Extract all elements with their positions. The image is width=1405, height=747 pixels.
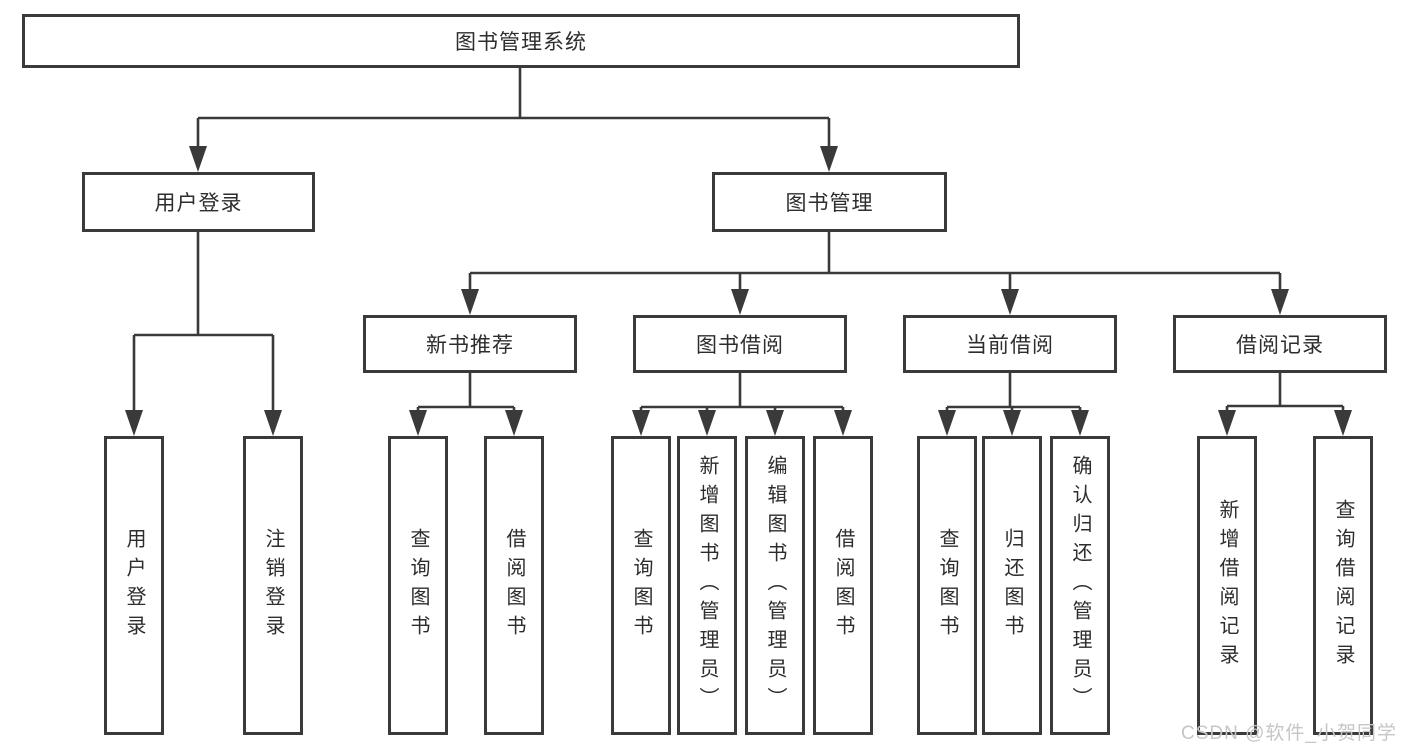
arrowhead-icon (125, 410, 143, 436)
arrowhead-icon (766, 410, 784, 436)
arrowhead-icon (505, 410, 523, 436)
leaf-return-book: 归还图书 (982, 436, 1042, 735)
node-label: 确认归还（管理员） (1069, 455, 1091, 716)
node-label: 借阅图书 (503, 527, 525, 644)
arrowhead-icon (938, 410, 956, 436)
connector-newrec-to-leaves (409, 373, 523, 436)
connector-records-to-leaves (1218, 373, 1352, 436)
node-label: 图书管理系统 (455, 31, 587, 54)
leaf-add-borrow-record: 新增借阅记录 (1197, 436, 1257, 735)
arrowhead-icon (632, 410, 650, 436)
arrowhead-icon (189, 146, 207, 172)
node-label: 借阅图书 (832, 527, 854, 644)
arrowhead-icon (1003, 410, 1021, 436)
leaf-query-books-recommend: 查询图书 (388, 436, 448, 735)
connector-login-to-leaves (125, 232, 282, 436)
node-book-management: 图书管理 (712, 172, 947, 232)
leaf-add-book-admin: 新增图书（管理员） (677, 436, 737, 735)
csdn-watermark: CSDN @软件_小贺同学 (1181, 723, 1397, 744)
node-label: 新增借阅记录 (1216, 498, 1238, 673)
arrowhead-icon (1271, 289, 1289, 315)
node-label: 借阅记录 (1236, 334, 1324, 357)
arrowhead-icon (731, 289, 749, 315)
node-book-borrow: 图书借阅 (633, 315, 847, 373)
leaf-logout: 注销登录 (243, 436, 303, 735)
leaf-borrow-books: 借阅图书 (813, 436, 873, 735)
leaf-borrow-books-recommend: 借阅图书 (484, 436, 544, 735)
leaf-edit-book-admin: 编辑图书（管理员） (745, 436, 805, 735)
connector-borrow-to-leaves (632, 373, 852, 436)
leaf-query-borrow-record: 查询借阅记录 (1313, 436, 1373, 735)
arrowhead-icon (1071, 410, 1089, 436)
arrowhead-icon (264, 410, 282, 436)
connector-mgmt-to-categories (461, 232, 1289, 315)
node-label: 图书管理 (785, 192, 874, 215)
arrowhead-icon (698, 410, 716, 436)
node-label: 用户登录 (154, 192, 243, 215)
arrowhead-icon (1001, 289, 1019, 315)
node-label: 用户登录 (123, 527, 145, 644)
leaf-query-books-current: 查询图书 (917, 436, 977, 735)
node-label: 注销登录 (262, 527, 284, 644)
connector-current-to-leaves (938, 373, 1089, 436)
leaf-confirm-return-admin: 确认归还（管理员） (1050, 436, 1110, 735)
leaf-user-login: 用户登录 (104, 436, 164, 735)
leaf-query-books-borrow: 查询图书 (611, 436, 671, 735)
node-current-borrow: 当前借阅 (903, 315, 1117, 373)
node-label: 查询图书 (407, 527, 429, 644)
node-user-login: 用户登录 (82, 172, 315, 232)
node-label: 查询图书 (936, 527, 958, 644)
node-label: 新增图书（管理员） (696, 455, 718, 716)
node-label: 新书推荐 (426, 334, 514, 357)
arrowhead-icon (1334, 410, 1352, 436)
node-label: 图书借阅 (696, 334, 784, 357)
node-borrow-records: 借阅记录 (1173, 315, 1387, 373)
connector-root-to-level2 (189, 68, 838, 172)
arrowhead-icon (820, 146, 838, 172)
node-label: 查询借阅记录 (1332, 498, 1354, 673)
node-label: 归还图书 (1001, 527, 1023, 644)
node-label: 编辑图书（管理员） (764, 455, 786, 716)
arrowhead-icon (409, 410, 427, 436)
node-root: 图书管理系统 (22, 14, 1020, 68)
node-new-book-recommend: 新书推荐 (363, 315, 577, 373)
node-label: 当前借阅 (966, 334, 1054, 357)
arrowhead-icon (461, 289, 479, 315)
arrowhead-icon (1218, 410, 1236, 436)
node-label: 查询图书 (630, 527, 652, 644)
arrowhead-icon (834, 410, 852, 436)
